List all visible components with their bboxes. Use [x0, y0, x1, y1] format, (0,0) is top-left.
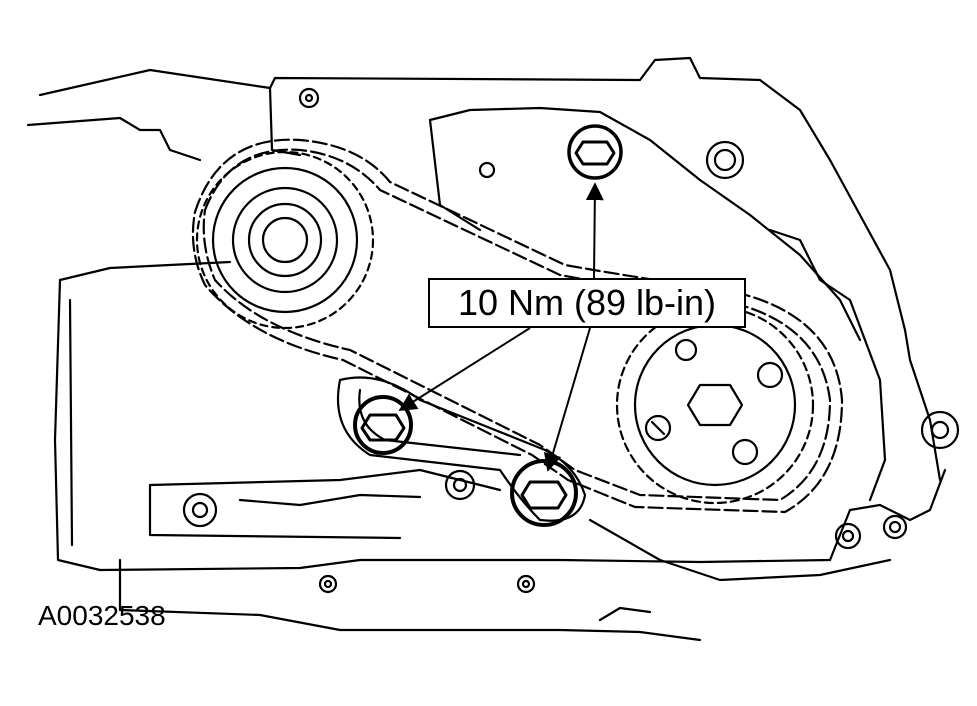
timing-chain — [191, 138, 844, 514]
housing-bolt — [318, 574, 338, 594]
leader-arrows — [398, 182, 604, 472]
housing-bolt — [882, 514, 908, 540]
lower-sprocket — [615, 305, 815, 505]
torque-callout: 10 Nm (89 lb-in) — [428, 278, 746, 328]
housing-bolt — [705, 140, 745, 180]
upper-guide-bolt — [567, 124, 623, 180]
housing-bolt — [920, 410, 960, 450]
housing-bolt — [834, 522, 862, 550]
torque-label: 10 Nm (89 lb-in) — [457, 282, 717, 323]
tensioner-lower-bolt — [510, 459, 578, 527]
arrow-to-lower-bolt — [543, 327, 591, 472]
engine-housing — [26, 56, 947, 642]
tensioner-pivot-bolt — [353, 395, 413, 455]
upper-sprocket — [195, 150, 375, 330]
arrow-to-pivot-bolt — [398, 327, 531, 411]
housing-bolt — [298, 87, 320, 109]
arrow-to-upper-bolt — [585, 182, 604, 279]
housing-bolt — [182, 492, 218, 528]
housing-bolt — [516, 574, 536, 594]
housing-bolt — [478, 161, 496, 179]
figure-id: A0032538 — [38, 600, 166, 631]
housing-bolt — [444, 469, 476, 501]
